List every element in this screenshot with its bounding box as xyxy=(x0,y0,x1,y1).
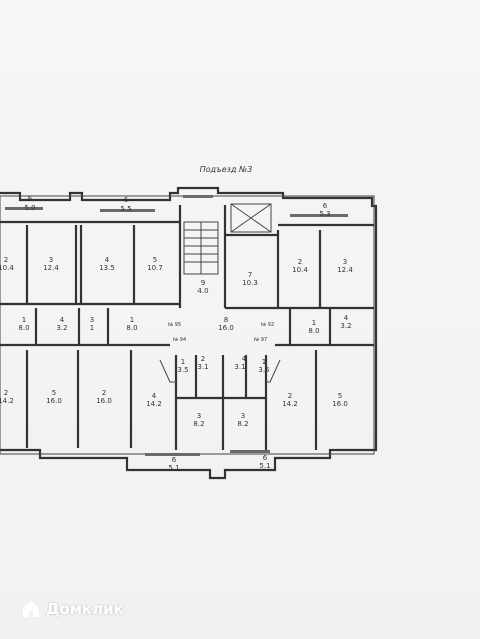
room-area: 16.0 xyxy=(332,400,348,408)
entrance-title: Подъезд №3 xyxy=(200,165,253,174)
room-area: 16.0 xyxy=(96,397,112,405)
room-area: 3.2 xyxy=(340,322,351,330)
room-number: 2 xyxy=(4,256,8,264)
room-area: 3.5 xyxy=(258,366,269,374)
room-number: 1 xyxy=(312,319,316,327)
room-area: 10.4 xyxy=(292,266,308,274)
room-area: 14.2 xyxy=(282,400,298,408)
room-number: 1 xyxy=(181,358,185,366)
room-area: 5.5 xyxy=(120,205,131,213)
room-number: 2 xyxy=(102,389,106,397)
room-area: 3.2 xyxy=(56,324,67,332)
room-area: 16.0 xyxy=(46,397,62,405)
room-area: 4.0 xyxy=(197,287,208,295)
interior-walls xyxy=(0,205,374,450)
room-area: 3.1 xyxy=(197,363,208,371)
room-area: 5.1 xyxy=(259,462,270,470)
room-area: 13.5 xyxy=(99,264,115,272)
room-area: 8.0 xyxy=(126,324,137,332)
room-area: 14.2 xyxy=(0,397,14,405)
watermark: Домклик xyxy=(22,600,124,618)
room-area: 10.7 xyxy=(147,264,163,272)
stairwell xyxy=(183,203,272,275)
room-number: 3 xyxy=(197,412,201,420)
room-number: 8 xyxy=(224,316,228,324)
watermark-text: Домклик xyxy=(46,600,124,618)
room-area: 16.0 xyxy=(218,324,234,332)
room-area: 5.0 xyxy=(24,204,35,212)
room-area: 8.0 xyxy=(308,327,319,335)
room-area: 12.4 xyxy=(43,264,59,272)
apartment-number-92: № 92 xyxy=(261,322,274,328)
room-number: 2 xyxy=(288,392,292,400)
apartment-number-95: № 95 xyxy=(168,322,181,328)
apartment-number-94: № 94 xyxy=(173,337,186,343)
room-area: 8.2 xyxy=(193,420,204,428)
room-area: 12.4 xyxy=(337,266,353,274)
room-number: 2 xyxy=(4,389,8,397)
windows xyxy=(5,195,348,456)
room-area: 3.1 xyxy=(234,363,245,371)
room-number: 1 xyxy=(22,316,26,324)
room-number: 3 xyxy=(90,316,94,324)
room-number: 2 xyxy=(201,355,205,363)
room-number: 6 xyxy=(172,456,177,464)
room-number: 1 xyxy=(130,316,134,324)
room-number: 4 xyxy=(152,392,157,400)
room-area: 10.4 xyxy=(0,264,14,272)
apartment-number-97: № 97 xyxy=(254,337,267,343)
room-area: 10.3 xyxy=(242,279,258,287)
room-number: 5 xyxy=(338,392,342,400)
domclick-logo-icon xyxy=(23,601,39,617)
room-area: 5.3 xyxy=(319,210,330,218)
room-area: 3.5 xyxy=(177,366,188,374)
room-area: 8.2 xyxy=(237,420,248,428)
room-number: 5 xyxy=(153,256,157,264)
room-number: 9 xyxy=(201,279,205,287)
room-number: 3 xyxy=(49,256,53,264)
room-area: 5.1 xyxy=(168,464,179,472)
room-number: 3 xyxy=(241,412,245,420)
room-number: 5 xyxy=(52,389,56,397)
room-area: 8.0 xyxy=(18,324,29,332)
room-number: 6 xyxy=(323,202,328,210)
room-number: 1 xyxy=(262,358,266,366)
room-number: 7 xyxy=(248,271,252,279)
room-number: 4 xyxy=(242,355,247,363)
room-number: 6 xyxy=(124,196,129,204)
room-number: 3 xyxy=(343,258,347,266)
room-area: 14.2 xyxy=(146,400,162,408)
room-number: 4 xyxy=(344,314,349,322)
room-number: 6 xyxy=(263,454,268,462)
room-labels: 6 5.0 6 5.5 6 5.3 2 10.4 3 12.4 4 13.5 5… xyxy=(0,195,353,472)
room-number: 4 xyxy=(105,256,110,264)
room-area: 1 xyxy=(90,324,94,332)
room-number: 6 xyxy=(28,195,33,203)
room-number: 4 xyxy=(60,316,65,324)
room-number: 2 xyxy=(298,258,302,266)
